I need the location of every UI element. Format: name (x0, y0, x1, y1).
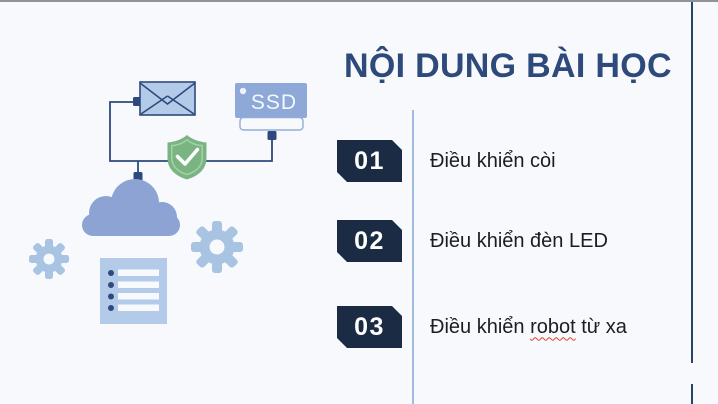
item-label-1: Điều khiển còi (430, 149, 556, 172)
top-border-line (0, 0, 718, 2)
item-number-3: 03 (354, 312, 385, 341)
ssd-drive-icon: SSD (235, 83, 307, 131)
document-list-icon (100, 258, 167, 324)
item-number-badge-3: 03 (337, 306, 402, 348)
cloud-icon (82, 179, 180, 236)
content-item-1: 01 Điều khiển còi (337, 140, 556, 182)
checkmark-icon (175, 147, 200, 166)
vertical-divider-line (412, 110, 414, 404)
misspelled-word: robot (530, 315, 576, 338)
content-item-3: 03 Điều khiển robot từ xa (337, 306, 627, 348)
envelope-icon (139, 81, 196, 116)
item-number-badge-2: 02 (337, 220, 402, 262)
gear-icon-large (191, 221, 243, 273)
content-item-2: 02 Điều khiển đèn LED (337, 220, 608, 262)
item-number-badge-1: 01 (337, 140, 402, 182)
right-accent-line-top (691, 2, 693, 363)
gear-icon-small (29, 239, 69, 279)
tech-illustration: SSD (29, 81, 307, 324)
item-label-3-after: từ xa (575, 315, 627, 338)
right-accent-line-bottom (691, 384, 693, 404)
item-number-1: 01 (354, 146, 385, 175)
shield-check-icon (167, 135, 207, 180)
ssd-label: SSD (251, 91, 297, 114)
item-label-2: Điều khiển đèn LED (430, 229, 608, 252)
slide-title: NỘI DUNG BÀI HỌC (344, 47, 672, 85)
item-number-2: 02 (354, 226, 385, 255)
item-label-3: Điều khiển robot từ xa (430, 316, 627, 339)
item-label-3-before: Điều khiển (430, 315, 531, 338)
